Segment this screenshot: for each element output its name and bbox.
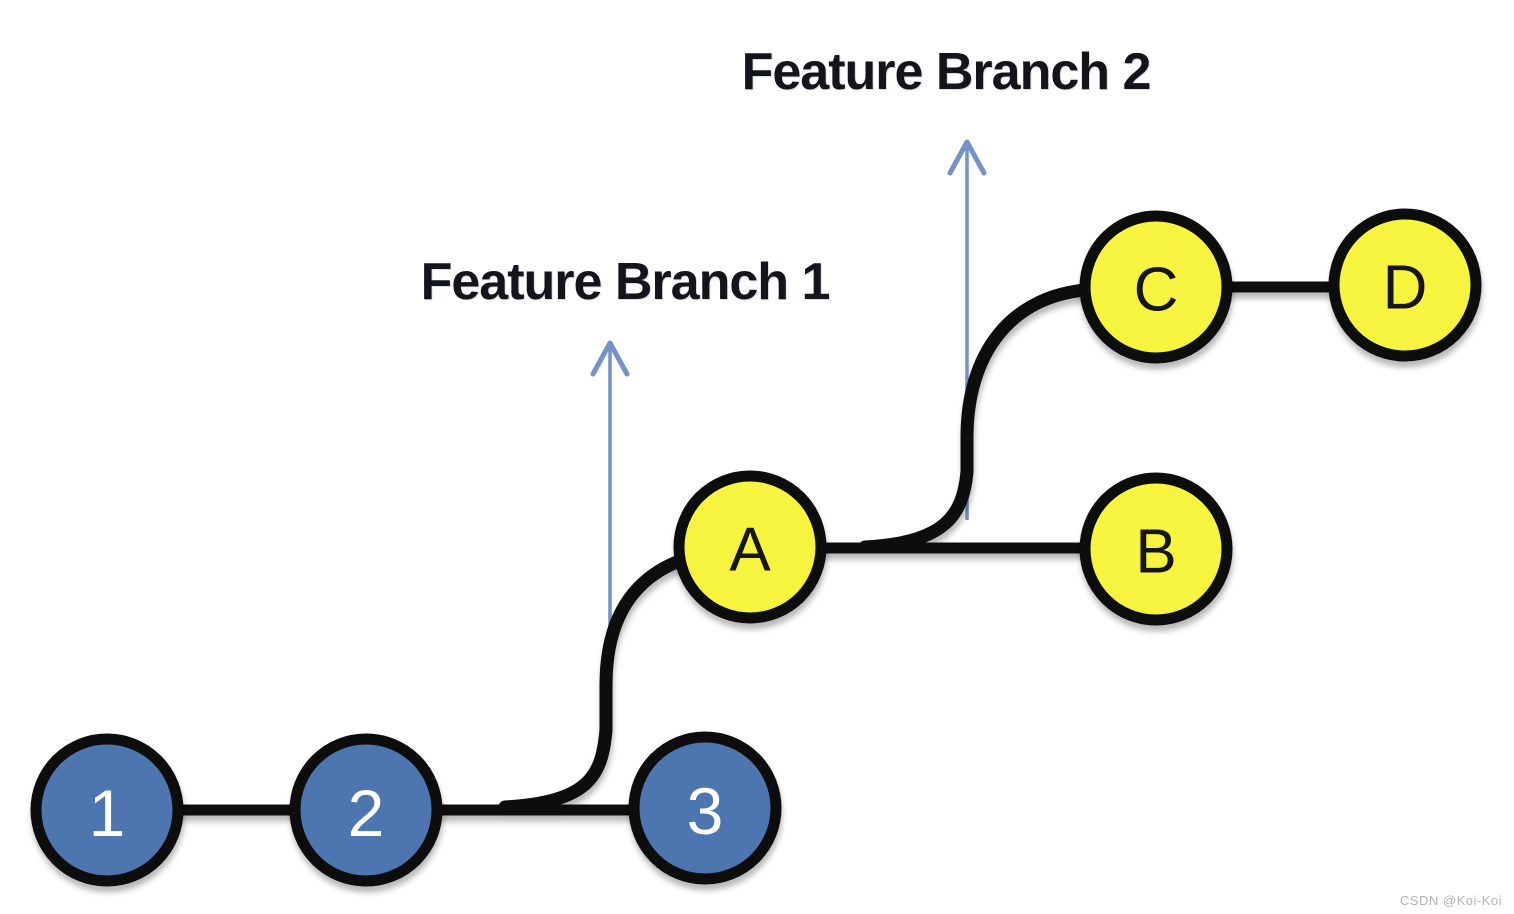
watermark-text: CSDN @Koi-Koi	[1399, 893, 1502, 908]
commit-node-label-3: 3	[687, 774, 724, 848]
feature-branch-2-label: Feature Branch 2	[741, 43, 1152, 101]
commit-node-C: C	[1079, 210, 1233, 364]
branch-pointer-arrows	[590, 139, 987, 700]
commit-node-circle-A	[673, 470, 827, 624]
commit-nodes: 1 2 3 A B C D	[30, 208, 1482, 887]
feature-branch-2-arrow-head	[947, 139, 987, 176]
commit-node-label-D: D	[1383, 254, 1428, 323]
commit-node-circle-3	[628, 731, 782, 885]
edge-branch1-split-curve	[498, 542, 755, 814]
commit-node-2: 2	[289, 733, 443, 887]
commit-node-circle-B	[1079, 472, 1233, 626]
commit-node-circle-1	[30, 733, 184, 887]
commit-node-circle-C	[1079, 210, 1233, 364]
commit-node-label-1: 1	[89, 776, 126, 850]
commit-node-D: D	[1328, 208, 1482, 362]
commit-node-label-B: B	[1135, 518, 1176, 587]
feature-branch-1-arrow-head	[590, 340, 630, 377]
commit-node-circle-D	[1328, 208, 1482, 362]
feature-branch-1-label: Feature Branch 1	[420, 253, 831, 311]
commit-node-1: 1	[30, 733, 184, 887]
commit-node-B: B	[1079, 472, 1233, 626]
edge-branch2-split-curve	[858, 281, 1163, 554]
commit-node-label-2: 2	[348, 776, 385, 850]
commit-node-label-A: A	[729, 516, 771, 585]
commit-node-circle-2	[289, 733, 443, 887]
commit-node-label-C: C	[1134, 256, 1179, 325]
commit-node-3: 3	[628, 731, 782, 885]
commit-node-A: A	[673, 470, 827, 624]
